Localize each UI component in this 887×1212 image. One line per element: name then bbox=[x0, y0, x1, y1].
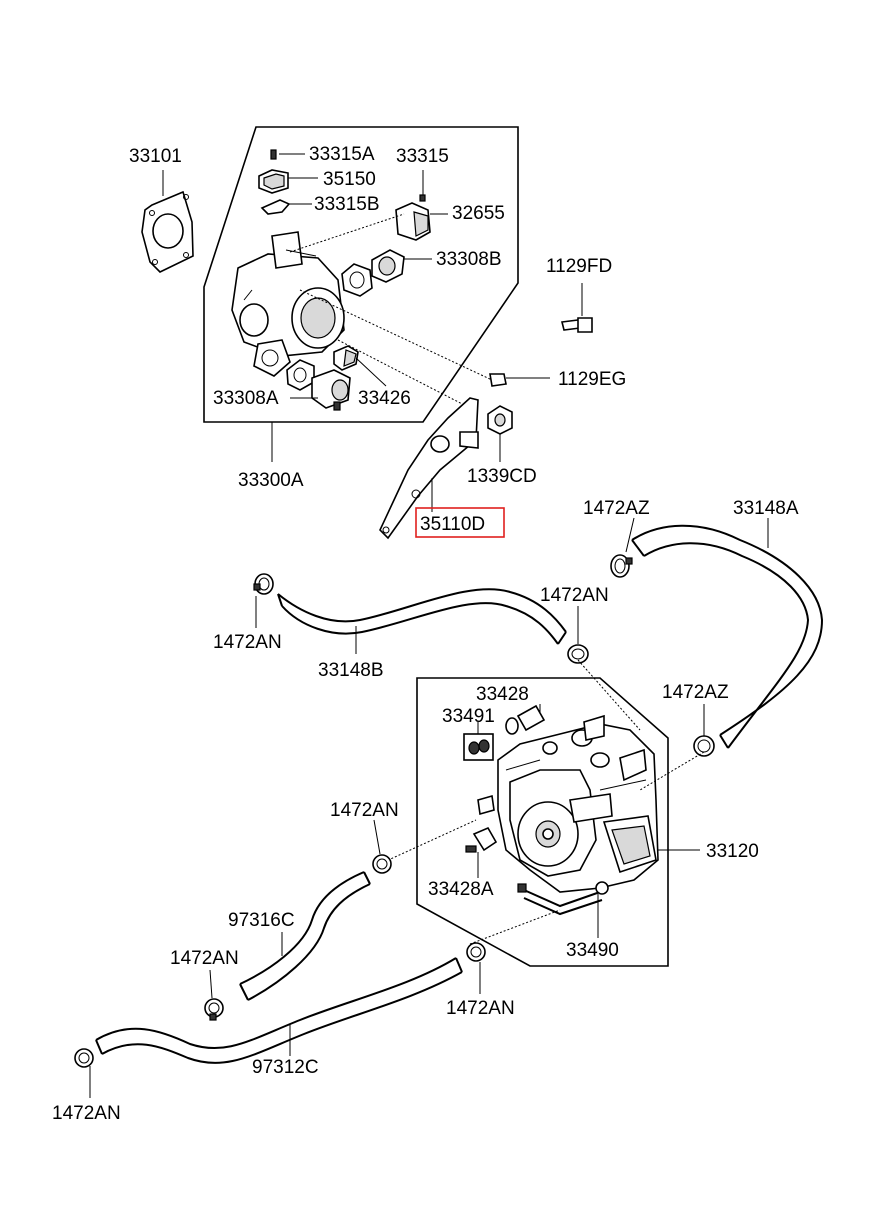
label-1472AN-c: 1472AN bbox=[330, 800, 399, 821]
gasket-33308B bbox=[341, 249, 432, 297]
label-35150: 35150 bbox=[323, 169, 376, 190]
label-33315: 33315 bbox=[396, 146, 449, 167]
clamp-1472AN-a bbox=[253, 573, 274, 595]
screw-33315 bbox=[419, 170, 426, 202]
label-32655: 32655 bbox=[452, 203, 505, 224]
pipe-33490 bbox=[517, 881, 609, 916]
bracket-35110D bbox=[379, 397, 479, 540]
label-97312C: 97312C bbox=[252, 1057, 319, 1078]
label-33315B: 33315B bbox=[314, 194, 380, 215]
label-33491: 33491 bbox=[442, 706, 495, 727]
label-33308B: 33308B bbox=[436, 249, 502, 270]
label-97316C: 97316C bbox=[228, 910, 295, 931]
label-1472AN-b: 1472AN bbox=[540, 585, 609, 606]
throttle-group-outline bbox=[203, 126, 519, 423]
bracket-33315B bbox=[260, 199, 312, 215]
label-33148A: 33148A bbox=[733, 498, 799, 519]
label-33101: 33101 bbox=[129, 146, 182, 167]
highlight-box-35110D bbox=[415, 507, 505, 538]
clamp-1472AN-c bbox=[372, 854, 392, 874]
label-33428: 33428 bbox=[476, 684, 529, 705]
label-1339CD: 1339CD bbox=[467, 466, 537, 487]
gasket-33101 bbox=[141, 190, 194, 273]
fitting-33428 bbox=[505, 704, 546, 735]
vaporizer-group-outline bbox=[416, 677, 669, 967]
hose-97316C bbox=[239, 871, 371, 1001]
label-1129EG: 1129EG bbox=[558, 369, 626, 390]
label-1472AZ-mid: 1472AZ bbox=[662, 682, 729, 703]
leader-1472AZ-top bbox=[625, 517, 635, 553]
throttle-body bbox=[231, 231, 345, 377]
bolt-1129EG bbox=[489, 373, 550, 387]
leader-1472AN-c bbox=[373, 819, 381, 855]
label-33428A: 33428A bbox=[428, 879, 494, 900]
clamp-1472AZ-mid bbox=[693, 735, 715, 757]
label-33120: 33120 bbox=[706, 841, 759, 862]
clamp-1472AN-d bbox=[204, 998, 224, 1021]
label-33148B: 33148B bbox=[318, 660, 384, 681]
label-33490: 33490 bbox=[566, 940, 619, 961]
idle-actuator bbox=[311, 369, 351, 411]
gasket-33308A bbox=[286, 359, 315, 391]
label-33315A: 33315A bbox=[309, 144, 375, 165]
label-1472AN-a: 1472AN bbox=[213, 632, 282, 653]
label-1472AN-d: 1472AN bbox=[170, 948, 239, 969]
bolt-1129FD bbox=[561, 283, 593, 333]
hose-33148B bbox=[277, 588, 567, 645]
sensor-35150 bbox=[258, 169, 318, 194]
nut-1339CD bbox=[487, 405, 513, 462]
clamp-1472AN-b bbox=[567, 644, 589, 664]
label-35110D: 35110D bbox=[420, 514, 485, 535]
label-33308A: 33308A bbox=[213, 388, 279, 409]
hose-33148A bbox=[631, 524, 824, 749]
clamp-1472AN-e bbox=[466, 942, 486, 962]
plug-33491 bbox=[463, 733, 494, 761]
hose-97312C bbox=[95, 957, 463, 1064]
label-1472AN-e: 1472AN bbox=[446, 998, 515, 1019]
clamp-1472AZ-top bbox=[610, 554, 633, 578]
label-1472AN-f: 1472AN bbox=[52, 1103, 121, 1124]
label-1472AZ-top: 1472AZ bbox=[583, 498, 650, 519]
leader-1472AN-d bbox=[209, 969, 213, 999]
clamp-1472AN-f bbox=[74, 1048, 94, 1068]
screw-33315A bbox=[270, 149, 305, 160]
sensor-33426 bbox=[333, 345, 387, 387]
label-1129FD: 1129FD bbox=[546, 256, 612, 277]
sensor-32655 bbox=[395, 202, 448, 241]
label-33426: 33426 bbox=[358, 388, 411, 409]
label-33300A: 33300A bbox=[238, 470, 304, 491]
sensor-33428A bbox=[465, 826, 498, 853]
vaporizer-33120 bbox=[477, 714, 659, 893]
